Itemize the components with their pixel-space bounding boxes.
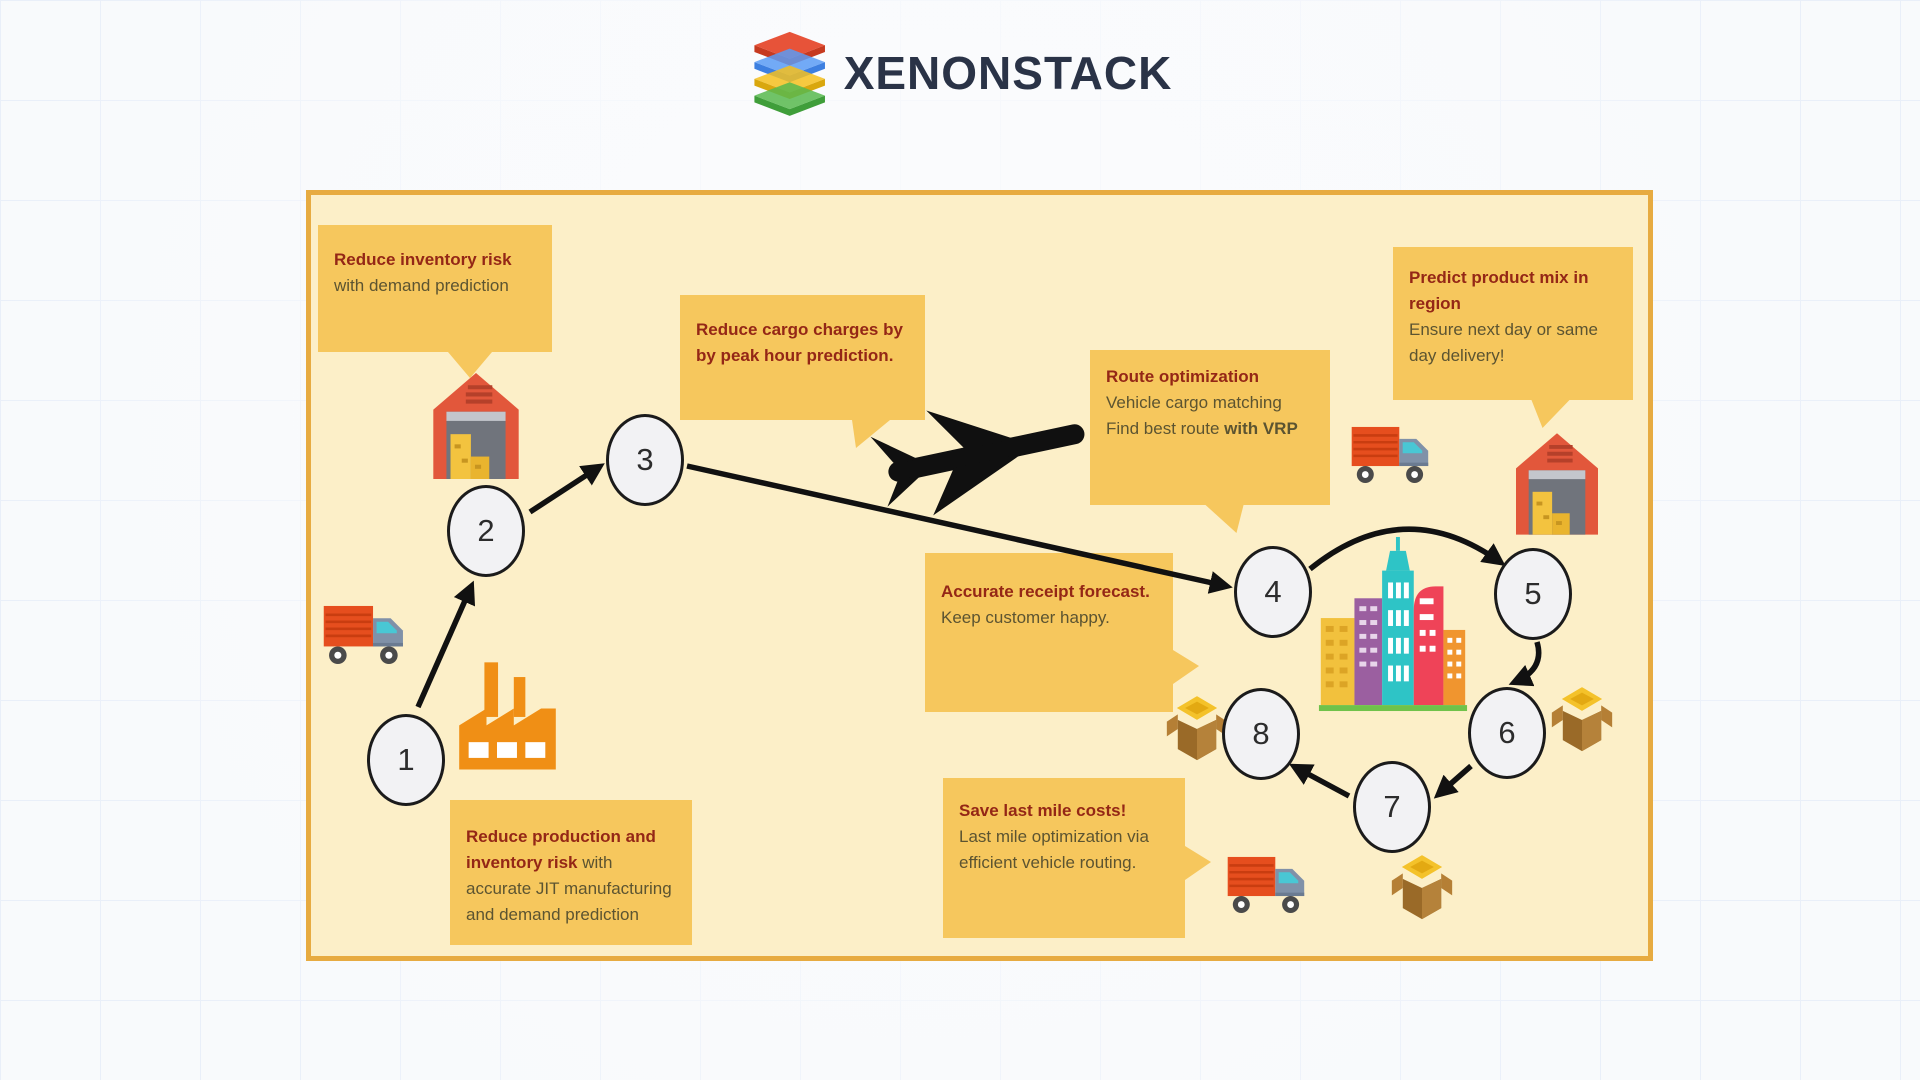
callout-last-mile: Save last mile costs! Last mile optimiza…: [943, 778, 1211, 938]
step-number: 7: [1383, 789, 1401, 824]
header-logo: XENONSTACK: [748, 30, 1173, 116]
step-number: 1: [397, 742, 415, 777]
callout-body: accurate JIT manufacturing and demand pr…: [466, 879, 672, 924]
callout-body: Find best route with VRP: [1106, 419, 1298, 438]
callout-body: Ensure next day or same day delivery!: [1409, 320, 1598, 365]
warehouse-icon: [433, 373, 519, 479]
callout-heading: Reduce cargo charges by by peak hour pre…: [696, 320, 903, 365]
truck-icon: [1350, 420, 1435, 490]
callout-cargo-charges: Reduce cargo charges by by peak hour pre…: [680, 295, 925, 448]
step-number: 5: [1524, 576, 1542, 611]
factory-icon: [455, 658, 560, 778]
step-circle-3: 3: [606, 414, 684, 506]
callout-production-risk: Reduce production and inventory risk wit…: [450, 800, 692, 945]
logo-text: XENONSTACK: [843, 47, 1173, 99]
supply-chain-diagram-panel: Reduce inventory risk with demand predic…: [306, 190, 1653, 961]
step-circle-4: 4: [1234, 546, 1312, 638]
step-circle-2: 2: [447, 485, 525, 577]
callout-body: Last mile optimization via efficient veh…: [959, 827, 1149, 872]
arrow-2-3: [528, 463, 605, 515]
step-circle-6: 6: [1468, 687, 1546, 779]
arrow-5-6: [1508, 641, 1542, 687]
callout-tail: [843, 420, 891, 448]
step-number: 4: [1264, 574, 1282, 609]
callout-tail: [1185, 846, 1211, 880]
callout-tail: [1205, 505, 1249, 533]
callout-tail: [1526, 400, 1570, 428]
step-circle-5: 5: [1494, 548, 1572, 640]
city-icon: [1318, 535, 1468, 713]
step-circle-1: 1: [367, 714, 445, 806]
arrow-7-8: [1288, 763, 1351, 799]
step-circle-7: 7: [1353, 761, 1431, 853]
callout-body: with demand prediction: [334, 276, 509, 295]
callout-tail: [448, 352, 492, 378]
callout-heading: Route optimization: [1106, 367, 1259, 386]
callout-heading: Accurate receipt forecast.: [941, 582, 1150, 601]
callout-product-mix: Predict product mix in region Ensure nex…: [1393, 247, 1633, 428]
package-icon: [1390, 853, 1454, 923]
callout-heading: Save last mile costs!: [959, 801, 1127, 820]
callout-heading: Predict product mix in region: [1409, 268, 1589, 313]
callout-heading: Reduce production and inventory risk: [466, 827, 656, 872]
callout-body: Keep customer happy.: [941, 608, 1110, 627]
callout-heading: Reduce inventory risk: [334, 250, 512, 269]
step-circle-8: 8: [1222, 688, 1300, 780]
warehouse-icon: [1516, 430, 1598, 538]
callout-receipt-forecast: Accurate receipt forecast. Keep customer…: [925, 553, 1199, 712]
truck-icon: [1226, 850, 1311, 920]
truck-icon: [322, 600, 410, 670]
step-number: 3: [636, 442, 654, 477]
callout-inventory-risk: Reduce inventory risk with demand predic…: [318, 225, 552, 378]
callout-body: Vehicle cargo matching: [1106, 393, 1282, 412]
step-number: 2: [477, 513, 495, 548]
step-number: 6: [1498, 715, 1516, 750]
package-icon: [1165, 695, 1229, 763]
callout-route-optimization: Route optimization Vehicle cargo matchin…: [1090, 350, 1330, 533]
step-number: 8: [1252, 716, 1270, 751]
xenonstack-logo-icon: [754, 31, 825, 116]
arrow-6-7: [1433, 763, 1473, 799]
callout-tail: [1173, 650, 1199, 684]
package-icon: [1550, 686, 1614, 754]
